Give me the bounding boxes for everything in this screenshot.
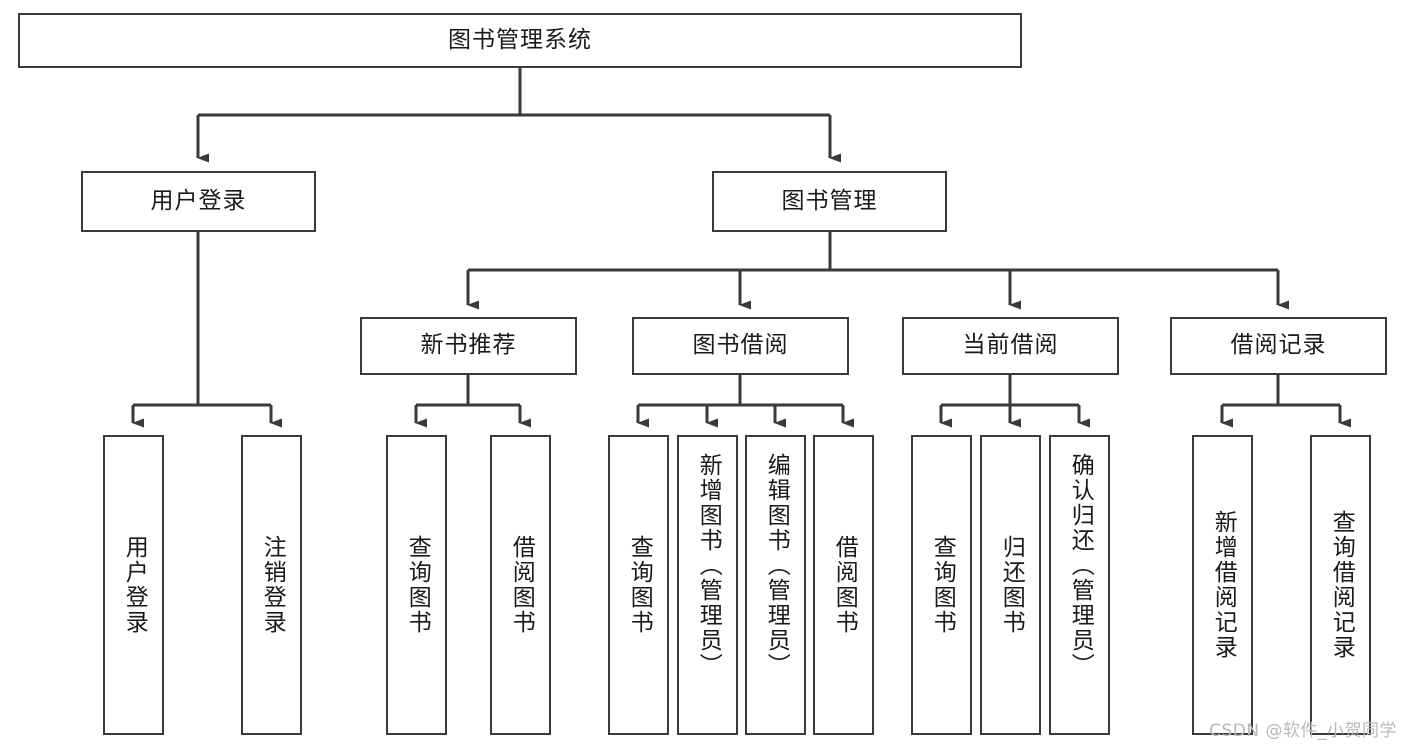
node-leaf-query-record-label: 查询借阅记录 [1328,510,1355,660]
node-borrow-record-label: 借阅记录 [1230,332,1327,359]
node-leaf-query-book-3[interactable]: 查询图书 [911,435,972,735]
node-book-borrow[interactable]: 图书借阅 [632,317,849,375]
node-leaf-query-book-2[interactable]: 查询图书 [608,435,669,735]
node-leaf-confirm-return[interactable]: 确认归还（管理员） [1049,435,1110,735]
node-leaf-borrow-book-2-label: 借阅图书 [831,535,858,635]
node-book-manage-label: 图书管理 [781,187,878,214]
node-root-label: 图书管理系统 [448,26,592,53]
node-new-book-rec[interactable]: 新书推荐 [360,317,577,375]
node-leaf-borrow-book-1-label: 借阅图书 [508,535,535,635]
node-user-login[interactable]: 用户登录 [81,171,316,232]
node-leaf-borrow-book-1[interactable]: 借阅图书 [490,435,551,735]
node-book-manage[interactable]: 图书管理 [712,171,947,232]
node-leaf-query-book-3-label: 查询图书 [929,535,956,635]
node-current-borrow[interactable]: 当前借阅 [902,317,1119,375]
node-leaf-borrow-book-2[interactable]: 借阅图书 [813,435,874,735]
node-leaf-return-book[interactable]: 归还图书 [980,435,1041,735]
node-user-login-label: 用户登录 [150,187,247,214]
node-leaf-query-book-1[interactable]: 查询图书 [386,435,447,735]
node-borrow-record[interactable]: 借阅记录 [1170,317,1387,375]
node-leaf-add-record[interactable]: 新增借阅记录 [1192,435,1253,735]
node-leaf-confirm-return-label: 确认归还（管理员） [1067,453,1094,678]
node-book-borrow-label: 图书借阅 [692,332,789,359]
node-current-borrow-label: 当前借阅 [962,332,1059,359]
node-leaf-query-book-1-label: 查询图书 [404,535,431,635]
node-leaf-user-login-label: 用户登录 [121,535,148,635]
node-root[interactable]: 图书管理系统 [18,13,1022,68]
node-leaf-add-book-label: 新增图书（管理员） [695,453,722,678]
node-leaf-user-login[interactable]: 用户登录 [103,435,164,735]
node-leaf-add-record-label: 新增借阅记录 [1210,510,1237,660]
node-leaf-edit-book-label: 编辑图书（管理员） [763,453,790,678]
node-leaf-logout[interactable]: 注销登录 [241,435,302,735]
node-leaf-logout-label: 注销登录 [259,535,286,635]
node-leaf-query-book-2-label: 查询图书 [626,535,653,635]
node-leaf-edit-book[interactable]: 编辑图书（管理员） [745,435,806,735]
node-leaf-return-book-label: 归还图书 [998,535,1025,635]
node-leaf-add-book[interactable]: 新增图书（管理员） [677,435,738,735]
node-new-book-rec-label: 新书推荐 [420,332,517,359]
node-leaf-query-record[interactable]: 查询借阅记录 [1310,435,1371,735]
